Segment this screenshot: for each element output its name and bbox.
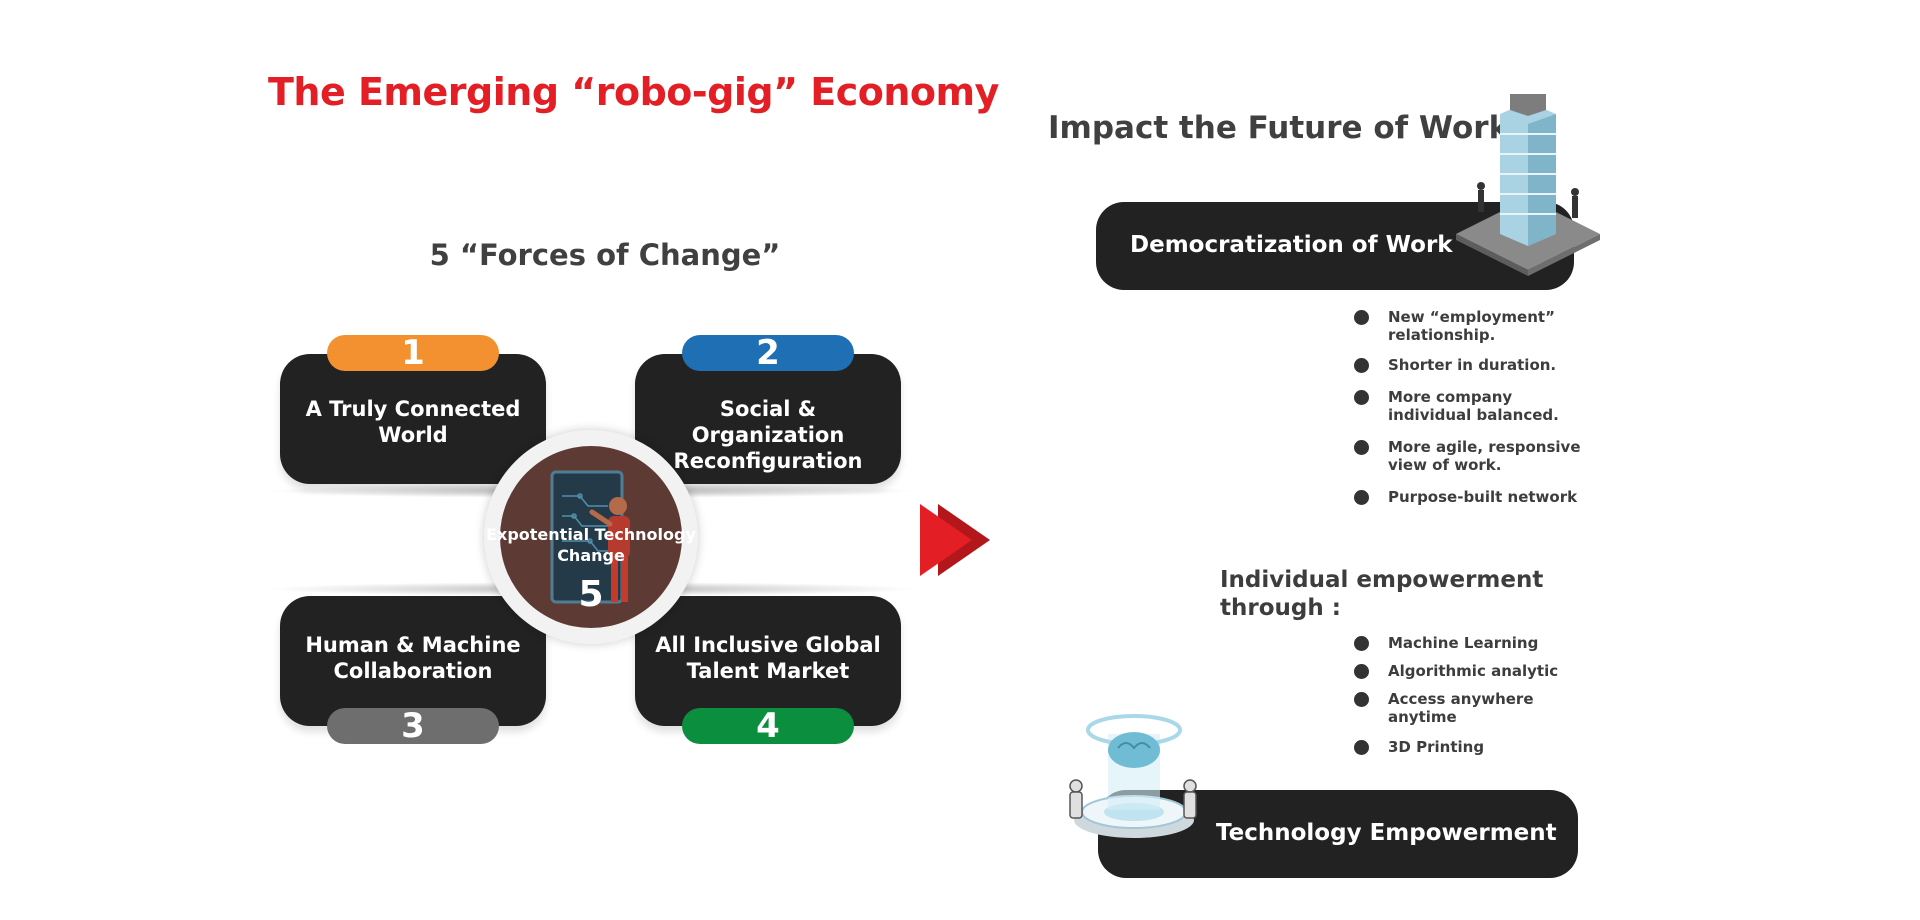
list-item: 3D Printing: [1354, 738, 1584, 756]
bullet-dot-icon: [1354, 636, 1369, 651]
forces-heading: 5 “Forces of Change”: [429, 238, 781, 272]
force-tab-2: 2: [682, 335, 854, 371]
bullet-dot-icon: [1354, 490, 1369, 505]
bullet-dot-icon: [1354, 692, 1369, 707]
list-item: Machine Learning: [1354, 634, 1584, 652]
center-disc: [500, 446, 682, 628]
robot-touchscreen-illustration: [550, 470, 630, 604]
force-number-4: 4: [756, 706, 780, 746]
force-number-2: 2: [756, 333, 780, 373]
democratization-label: Democratization of Work: [1130, 232, 1453, 258]
center-number: 5: [578, 574, 604, 615]
force-card-4: All Inclusive Global Talent Market: [635, 596, 901, 726]
list-item: More agile, responsive view of work.: [1354, 438, 1584, 474]
hologram-brain-robots-illustration: [1069, 714, 1197, 838]
force-card-1: A Truly Connected World: [280, 354, 546, 484]
technology-label: Technology Empowerment: [1216, 820, 1557, 846]
force-label-1: A Truly Connected World: [305, 397, 521, 447]
bullet-dot-icon: [1354, 390, 1369, 405]
impact-heading: Impact the Future of Work: [1048, 110, 1510, 146]
main-title: The Emerging “robo-gig” Economy: [268, 70, 999, 114]
empowerment-bullets: Machine Learning Algorithmic analytic Ac…: [1354, 634, 1584, 756]
force-card-2: Social & Organization Reconfiguration: [635, 354, 901, 484]
force-label-4: All Inclusive Global Talent Market: [655, 633, 881, 683]
center-label: Expotential Technology Change: [486, 525, 696, 565]
list-item: Shorter in duration.: [1354, 356, 1584, 374]
bullet-dot-icon: [1354, 358, 1369, 373]
democratization-bullets: New “employment” relationship. Shorter i…: [1354, 308, 1584, 506]
bullet-dot-icon: [1354, 440, 1369, 455]
force-tab-1: 1: [327, 335, 499, 371]
list-item: Access anywhere anytime: [1354, 690, 1584, 726]
bullet-dot-icon: [1354, 740, 1369, 755]
list-item: Purpose-built network: [1354, 488, 1584, 506]
skyscraper-illustration: [1456, 94, 1600, 276]
bullet-dot-icon: [1354, 664, 1369, 679]
bullet-dot-icon: [1354, 310, 1369, 325]
force-number-3: 3: [401, 706, 425, 746]
list-item: More company individual balanced.: [1354, 388, 1584, 424]
force-label-3: Human & Machine Collaboration: [305, 633, 521, 683]
force-tab-4: 4: [682, 708, 854, 744]
empowerment-heading: Individual empowerment through :: [1220, 567, 1544, 621]
force-tab-3: 3: [327, 708, 499, 744]
force-label-2: Social & Organization Reconfiguration: [673, 397, 863, 473]
list-item: New “employment” relationship.: [1354, 308, 1584, 344]
force-number-1: 1: [401, 333, 425, 373]
list-item: Algorithmic analytic: [1354, 662, 1584, 680]
force-card-3: Human & Machine Collaboration: [280, 596, 546, 726]
double-chevron-arrow-icon: [920, 504, 990, 576]
